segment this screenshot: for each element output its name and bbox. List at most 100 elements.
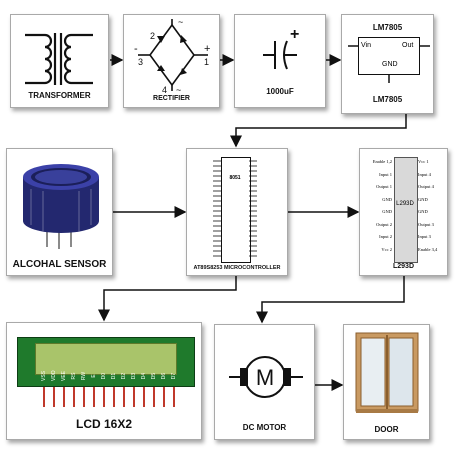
lcd-pin-leg	[63, 387, 65, 407]
lcd-pin: VDD	[49, 370, 59, 411]
lcd-pin-leg	[103, 387, 105, 407]
lcd-pin: D0	[99, 373, 109, 411]
arrow-driver-motor	[256, 276, 405, 324]
lcd-pin: E	[89, 374, 99, 411]
rectifier-pin-3: 3	[138, 57, 143, 67]
mcu-block: 8051 AT89S8253 MICROCONTROLLER	[186, 148, 288, 276]
door-block: DOOR	[343, 324, 430, 440]
lcd-pin-label: RS	[71, 372, 77, 380]
lcd-pin: RW	[79, 372, 89, 411]
rectifier-tilde-bottom: ~	[176, 85, 181, 95]
driver-pin-label: GND	[382, 196, 392, 202]
lcd-pin-leg	[53, 387, 55, 407]
driver-chip	[394, 157, 418, 263]
driver-pin-label: Enable 1,2	[372, 159, 392, 164]
lcd-pin-label: D1	[111, 372, 117, 380]
lcd-pin-leg	[93, 387, 95, 407]
lcd-pin-leg	[43, 387, 45, 407]
capacitor-label: 1000uF	[266, 87, 294, 96]
driver-pin-label: Output 3	[418, 221, 434, 227]
lcd-pin: RS	[69, 373, 79, 411]
motor-label: DC MOTOR	[242, 423, 287, 432]
driver-pin-label: GND	[382, 209, 392, 214]
regulator-label: LM7805	[372, 95, 403, 104]
transformer-label: TRANSFORMER	[28, 91, 91, 100]
lcd-pin-label: D2	[121, 372, 127, 380]
rectifier-pin-2: 2	[150, 31, 155, 41]
lcd-pin-label: E	[91, 374, 97, 378]
motor-icon: M	[229, 356, 303, 398]
lcd-pin-leg	[123, 387, 125, 407]
driver-label: L293D	[392, 263, 414, 270]
lcd-pin-label: D6	[161, 372, 167, 380]
driver-pin-label: Enable 3,4	[418, 246, 438, 252]
lcd-pin-label: D5	[151, 372, 157, 380]
transformer-icon	[25, 33, 93, 85]
regulator-gnd: GND	[382, 61, 398, 68]
regulator-pins	[348, 45, 430, 83]
mcu-chip	[221, 157, 251, 263]
lcd-pin: VEE	[59, 371, 69, 411]
regulator-chip-title: LM7805	[372, 23, 403, 32]
lcd-screen	[35, 343, 177, 375]
driver-pin-label: GND	[418, 209, 428, 214]
lcd-pin-label: D4	[141, 372, 147, 380]
lcd-pin: D2	[119, 373, 129, 411]
driver-pin-label: Input 4	[418, 171, 431, 177]
driver-chip-title: L293D	[396, 201, 414, 207]
rectifier-tilde-top: ~	[178, 17, 183, 27]
bridge-rectifier-icon: 2 - 3 + 1 4 ~ ~	[134, 17, 210, 95]
sensor-label: ALCOHAL SENSOR	[12, 259, 107, 270]
rectifier-label: RECTIFIER	[153, 95, 190, 102]
sensor-block: ALCOHAL SENSOR	[6, 148, 113, 276]
rectifier-pin-4: 4	[162, 85, 167, 95]
rectifier-pin-minus: -	[134, 43, 138, 55]
motor-symbol: M	[256, 365, 274, 390]
lcd-pin-leg	[133, 387, 135, 407]
lcd-pin-label: D7	[171, 372, 177, 380]
driver-pin-label: Output 1	[376, 184, 392, 189]
lcd-pin-label: VSS	[41, 370, 47, 381]
mcu-chip-title: 8051	[229, 175, 241, 181]
lcd-pin: D3	[129, 373, 139, 411]
lcd-pin-leg	[163, 387, 165, 407]
regulator-out: Out	[402, 42, 414, 49]
rectifier-pin-1: 1	[204, 57, 209, 67]
driver-pin-label: Output 2	[376, 221, 392, 227]
transformer-block: TRANSFORMER	[10, 14, 109, 108]
lcd-pin: D4	[139, 373, 149, 411]
mcu-label: AT89S8253 MICROCONTROLLER	[193, 265, 281, 271]
driver-pin-label: Vcc 2	[381, 246, 392, 252]
door-icon	[355, 332, 419, 413]
door-label: DOOR	[374, 425, 399, 434]
arrow-regulator-mcu	[230, 114, 407, 148]
lcd-label: LCD 16X2	[75, 417, 133, 431]
rectifier-pin-plus: +	[204, 43, 210, 55]
lcd-pin-leg	[113, 387, 115, 407]
capacitor-block: + 1000uF	[234, 14, 326, 108]
capacitor-plus: +	[290, 26, 299, 43]
driver-pin-label: GND	[418, 196, 428, 202]
driver-pin-label: Output 4	[418, 184, 434, 189]
regulator-vin: Vin	[361, 42, 371, 49]
lcd-pin-leg	[173, 387, 175, 407]
driver-pin-label: Input 3	[418, 234, 431, 239]
regulator-block: LM7805 Vin Out GND LM7805	[341, 14, 434, 114]
lcd-pin-leg	[153, 387, 155, 407]
driver-pin-label: Vcc 1	[418, 159, 429, 164]
lcd-pin-label: D3	[131, 372, 137, 380]
lcd-pin: D1	[109, 373, 119, 411]
lcd-pin: VSS	[39, 371, 49, 411]
rectifier-block: 2 - 3 + 1 4 ~ ~ RECTIFIER	[123, 14, 220, 108]
motor-block: M DC MOTOR	[214, 324, 315, 440]
lcd-pin-label: D0	[101, 372, 107, 380]
gas-sensor-icon	[23, 164, 99, 249]
mcu-pins	[213, 160, 257, 257]
lcd-pin-label: RW	[81, 371, 87, 381]
driver-pin-label: Input 1	[379, 171, 392, 177]
lcd-pin: D5	[149, 373, 159, 411]
